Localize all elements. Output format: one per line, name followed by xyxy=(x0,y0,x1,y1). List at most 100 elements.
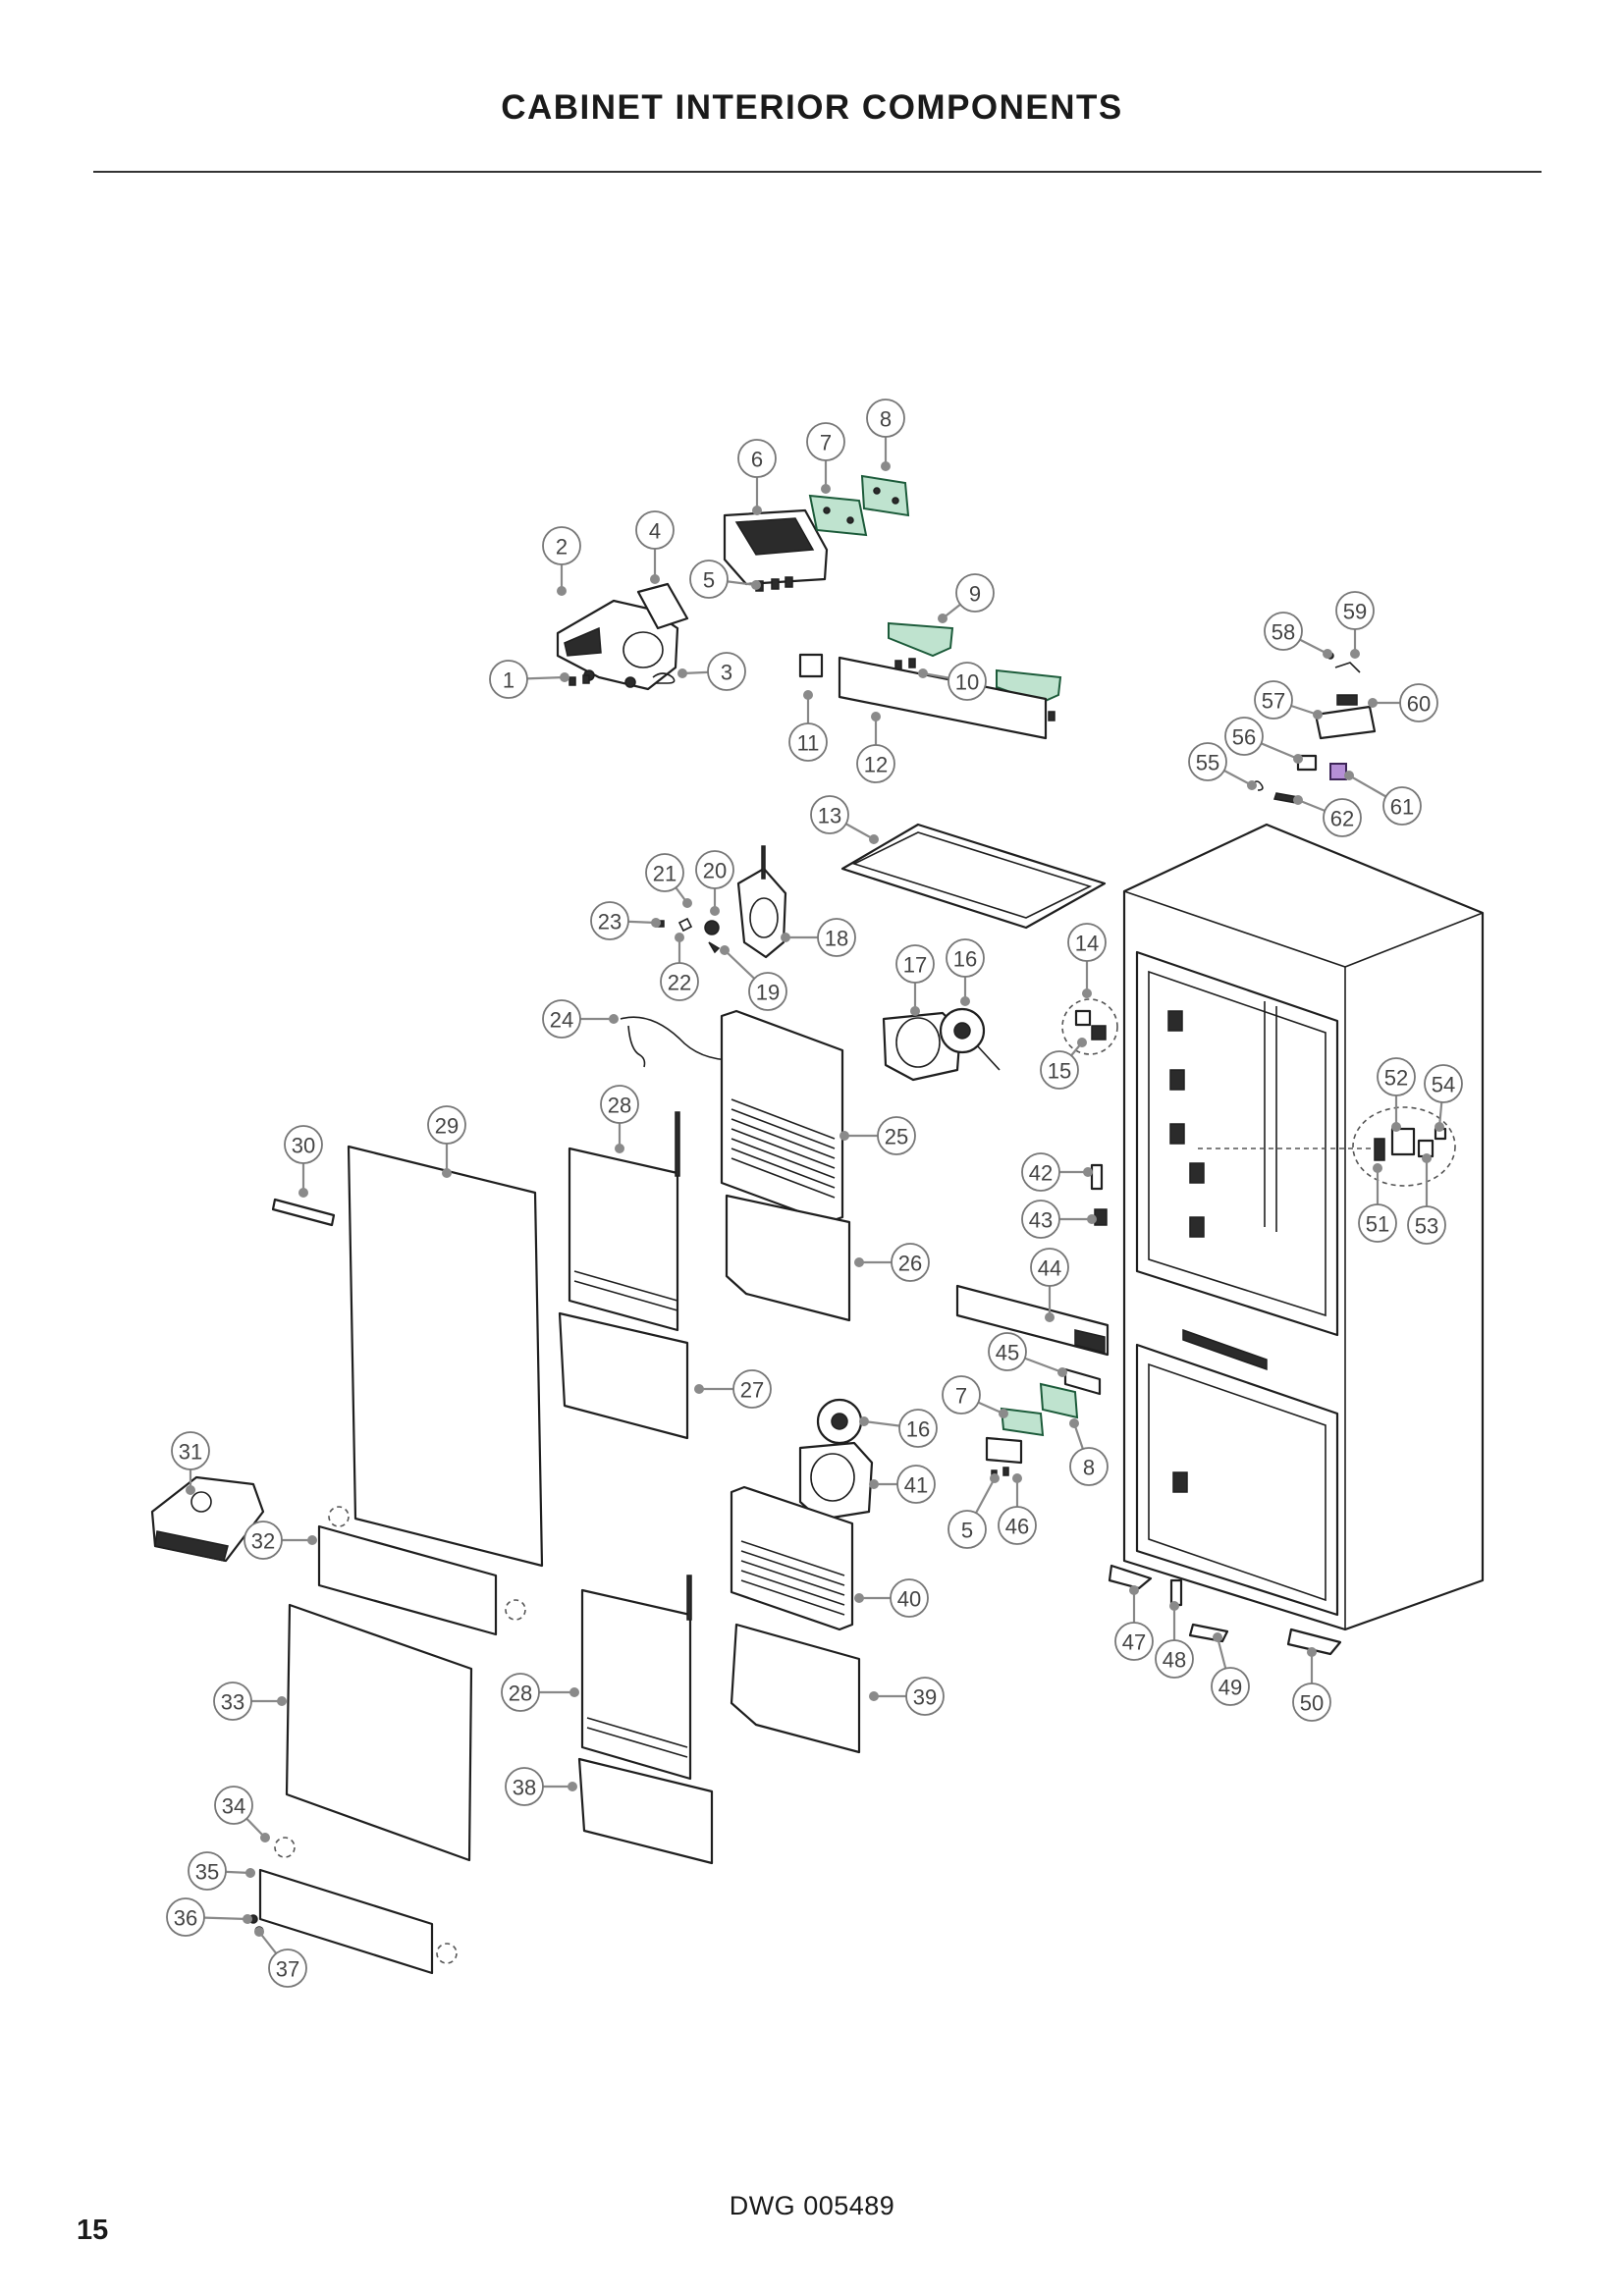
callout-circle xyxy=(732,1369,772,1409)
callout-c35: 35 xyxy=(188,1851,227,1891)
callout-number: 24 xyxy=(550,1008,573,1033)
callout-number: 7 xyxy=(955,1384,967,1409)
leader-dot-c32 xyxy=(307,1535,317,1545)
callout-c19: 19 xyxy=(748,972,787,1011)
part-11-label xyxy=(798,653,824,678)
leader-dot-c14 xyxy=(1082,988,1092,998)
page-number: 15 xyxy=(77,2215,109,2246)
callout-c4: 4 xyxy=(635,510,675,550)
part-61-label xyxy=(1329,763,1347,780)
callout-c37: 37 xyxy=(268,1949,307,1988)
callout-number: 31 xyxy=(179,1440,202,1465)
callout-circle xyxy=(501,1673,540,1712)
leader-dot-c28a xyxy=(615,1144,624,1153)
callout-number: 51 xyxy=(1366,1212,1389,1237)
leader-dot-c55 xyxy=(1247,780,1257,790)
callout-number: 56 xyxy=(1232,725,1256,750)
callout-c15: 15 xyxy=(1040,1050,1079,1090)
leader-dot-c20 xyxy=(710,906,720,916)
callout-c22: 22 xyxy=(660,962,699,1001)
callout-circle xyxy=(1030,1248,1069,1287)
callout-circle xyxy=(737,439,777,478)
callout-c42: 42 xyxy=(1021,1152,1060,1192)
callout-circle xyxy=(891,1243,930,1282)
callout-number: 28 xyxy=(608,1094,631,1118)
leader-dot-c7b xyxy=(999,1409,1008,1418)
callout-number: 26 xyxy=(898,1252,922,1276)
callout-circle xyxy=(427,1105,466,1145)
leader-dot-c54 xyxy=(1435,1122,1444,1132)
callout-number: 33 xyxy=(221,1690,244,1715)
callout-circle xyxy=(788,722,828,762)
callout-circle xyxy=(505,1767,544,1806)
callout-number: 10 xyxy=(955,670,979,695)
callout-c45: 45 xyxy=(988,1332,1027,1371)
callout-number: 1 xyxy=(503,668,514,693)
callout-circle xyxy=(542,526,581,565)
callout-number: 41 xyxy=(904,1473,928,1498)
callout-circle xyxy=(1399,683,1438,722)
leader-dot-c4 xyxy=(650,574,660,584)
part-12-panel xyxy=(838,656,1048,740)
leader-dot-c36 xyxy=(243,1914,252,1924)
leader-dot-c34 xyxy=(260,1833,270,1842)
callout-number: 45 xyxy=(996,1341,1019,1365)
callout-c27: 27 xyxy=(732,1369,772,1409)
callout-circle xyxy=(214,1786,253,1825)
callout-c62: 62 xyxy=(1323,798,1362,837)
part-8-control-board xyxy=(860,474,910,517)
leader-dot-c35 xyxy=(245,1868,255,1878)
leader-dot-c46 xyxy=(1012,1473,1022,1483)
callout-number: 34 xyxy=(222,1794,245,1819)
callout-number: 21 xyxy=(653,862,677,886)
callout-circle xyxy=(988,1332,1027,1371)
leader-dot-c25 xyxy=(839,1131,849,1141)
callout-circle xyxy=(1358,1203,1397,1243)
leader-dot-c9 xyxy=(938,614,947,623)
leader-dot-c40 xyxy=(854,1593,864,1603)
callout-c25: 25 xyxy=(877,1116,916,1155)
cabinet-body xyxy=(1122,823,1485,1631)
leader-dot-c47 xyxy=(1129,1585,1139,1595)
leader-dot-c49 xyxy=(1213,1632,1222,1642)
part-28-heater-upper xyxy=(568,1111,680,1332)
leader-dot-c17 xyxy=(910,1006,920,1016)
callout-number: 15 xyxy=(1048,1059,1071,1084)
callout-circle xyxy=(942,1375,981,1415)
callout-circle xyxy=(542,999,581,1039)
leader-dot-c57 xyxy=(1313,710,1323,720)
callout-circle xyxy=(284,1125,323,1164)
callout-circle xyxy=(905,1677,945,1716)
part-21-23-clips xyxy=(655,917,693,933)
callout-c30: 30 xyxy=(284,1125,323,1164)
part-35-bracket xyxy=(258,1868,458,1975)
part-32-bracket xyxy=(317,1506,526,1636)
callout-c10: 10 xyxy=(947,662,987,701)
part-29-liner-panel xyxy=(347,1145,544,1568)
leader-dot-c59 xyxy=(1350,649,1360,659)
callout-c58: 58 xyxy=(1264,612,1303,651)
callout-number: 16 xyxy=(906,1417,930,1442)
leader-dot-c24 xyxy=(609,1014,619,1024)
callout-circle xyxy=(1021,1152,1060,1192)
callout-circle xyxy=(1292,1682,1331,1722)
callout-number: 6 xyxy=(751,448,763,472)
callout-number: 17 xyxy=(903,953,927,978)
callout-circle xyxy=(1069,1447,1109,1486)
part-50-bracket xyxy=(1286,1628,1342,1656)
callout-circle xyxy=(689,560,729,599)
callout-number: 62 xyxy=(1330,807,1354,831)
callout-circle xyxy=(896,1465,936,1504)
callout-number: 20 xyxy=(703,859,727,883)
callout-number: 22 xyxy=(668,971,691,995)
part-28b-heater-lower xyxy=(580,1575,692,1781)
callout-circle xyxy=(1155,1639,1194,1679)
callout-number: 5 xyxy=(961,1519,973,1543)
callout-c29: 29 xyxy=(427,1105,466,1145)
callout-number: 8 xyxy=(1083,1456,1095,1480)
callout-circle xyxy=(890,1578,929,1618)
part-13-shelf-frame xyxy=(840,823,1107,930)
leader-dot-c39 xyxy=(869,1691,879,1701)
callout-circle xyxy=(955,573,995,613)
